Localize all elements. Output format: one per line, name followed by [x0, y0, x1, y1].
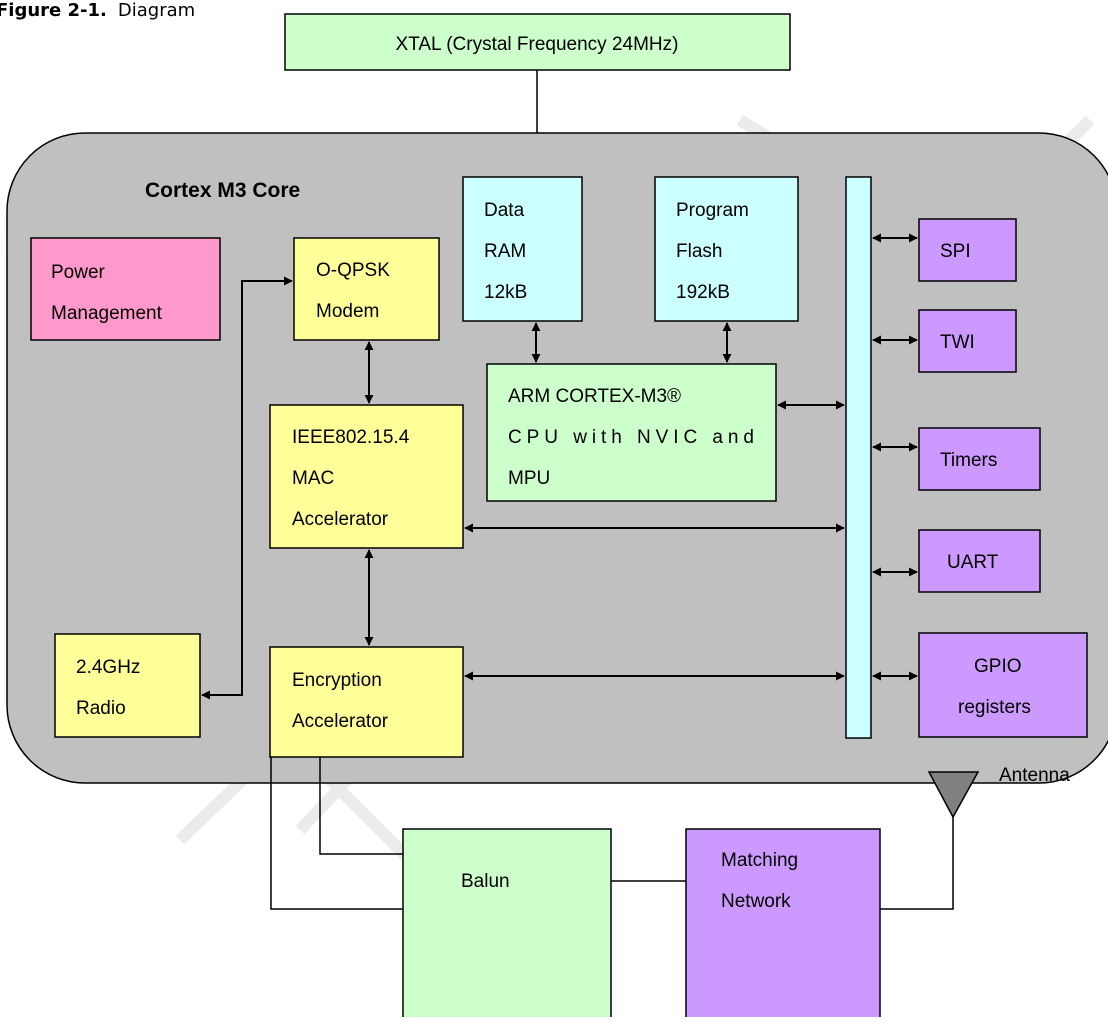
program-flash-line: Flash — [676, 241, 722, 262]
balun-block: Balun — [402, 828, 612, 1022]
matching-network-block: Matching Network — [685, 828, 881, 1022]
system-bus — [845, 176, 872, 739]
figure-caption-text: Diagram — [118, 0, 195, 21]
xtal-box — [284, 13, 791, 71]
encryption-accelerator-line: Accelerator — [292, 711, 389, 732]
encryption-accelerator-line: Encryption — [292, 670, 382, 691]
matching-network-line: Network — [721, 891, 791, 912]
svg-text:IEEE802.15.4 MAC A: IEEE802.15.4 MAC Accelerator — [292, 427, 415, 530]
svg-text:2.4GHz Radio: 2.4GHz Radio — [76, 657, 146, 719]
matching-network-line: Matching — [721, 850, 798, 871]
svg-text:Encryption Accelerator: Encryption Accelerator — [292, 670, 389, 732]
core-title: Cortex M3 Core — [145, 179, 300, 202]
radio-line: 2.4GHz — [76, 657, 140, 678]
uart-block: UART — [918, 529, 1041, 593]
cpu-line: ARM CORTEX-M3® — [508, 386, 681, 407]
mac-accelerator-line: MAC — [292, 468, 334, 489]
program-flash-line: 192kB — [676, 282, 730, 303]
mac-accelerator-line: IEEE802.15.4 — [292, 427, 410, 448]
svg-text:Power Management: Power Management — [51, 262, 163, 324]
radio-block: 2.4GHz Radio — [54, 633, 201, 738]
o-qpsk-modem-line: O-QPSK — [316, 260, 390, 281]
figure-caption: Figure 2-1. Diagram — [0, 0, 195, 21]
balun-label: Balun — [461, 871, 510, 892]
program-flash-block: Program Flash 192kB — [654, 176, 799, 322]
figure-number: Figure 2-1. — [0, 0, 107, 21]
power-management-line: Management — [51, 303, 163, 324]
data-ram-line: RAM — [484, 241, 526, 262]
matching-antenna-link — [880, 817, 954, 910]
o-qpsk-modem-line: Modem — [316, 301, 379, 322]
uart-label: UART — [947, 552, 999, 573]
twi-block: TWI — [918, 309, 1017, 373]
cpu-line: CPU with NVIC and — [508, 427, 754, 448]
svg-text:Data RAM 12kB: Data RAM 12kB — [484, 200, 532, 303]
mac-accelerator-block: IEEE802.15.4 MAC Accelerator — [269, 404, 464, 549]
antenna-label: Antenna — [999, 765, 1070, 786]
gpio-line: GPIO — [974, 656, 1022, 677]
radio-line: Radio — [76, 698, 126, 719]
spi-block: SPI — [918, 218, 1017, 282]
program-flash-line: Program — [676, 200, 749, 221]
power-management-block: Power Management — [30, 237, 221, 341]
o-qpsk-modem-block: O-QPSK Modem — [293, 237, 440, 341]
spi-label: SPI — [940, 241, 971, 262]
svg-text:O-QPSK Modem: O-QPSK Modem — [316, 260, 395, 322]
gpio-block: GPIO registers — [918, 632, 1088, 738]
svg-text:GPIO registers: GPIO registers — [958, 656, 1031, 718]
power-management-line: Power — [51, 262, 106, 283]
mac-accelerator-line: Accelerator — [292, 509, 389, 530]
svg-text:Program Flash 192k: Program Flash 192kB — [676, 200, 754, 303]
gpio-line: registers — [958, 697, 1031, 718]
cpu-line: MPU — [508, 468, 550, 489]
data-ram-line: 12kB — [484, 282, 527, 303]
xtal-label: XTAL (Crystal Frequency 24MHz) — [396, 34, 679, 55]
data-ram-line: Data — [484, 200, 525, 221]
data-ram-block: Data RAM 12kB — [462, 176, 583, 322]
twi-label: TWI — [940, 332, 975, 353]
antenna-icon — [927, 771, 980, 819]
radio-modem-arrow — [201, 276, 293, 700]
svg-text:Matching Network: Matching Network — [721, 850, 803, 912]
encryption-accelerator-block: Encryption Accelerator — [269, 646, 464, 758]
timers-label: Timers — [940, 450, 997, 471]
rf-line-outer — [270, 757, 403, 910]
cpu-block: ARM CORTEX-M3® CPU with NVIC and MPU — [486, 363, 777, 502]
rf-line-inner — [319, 757, 403, 855]
timers-block: Timers — [918, 427, 1041, 491]
